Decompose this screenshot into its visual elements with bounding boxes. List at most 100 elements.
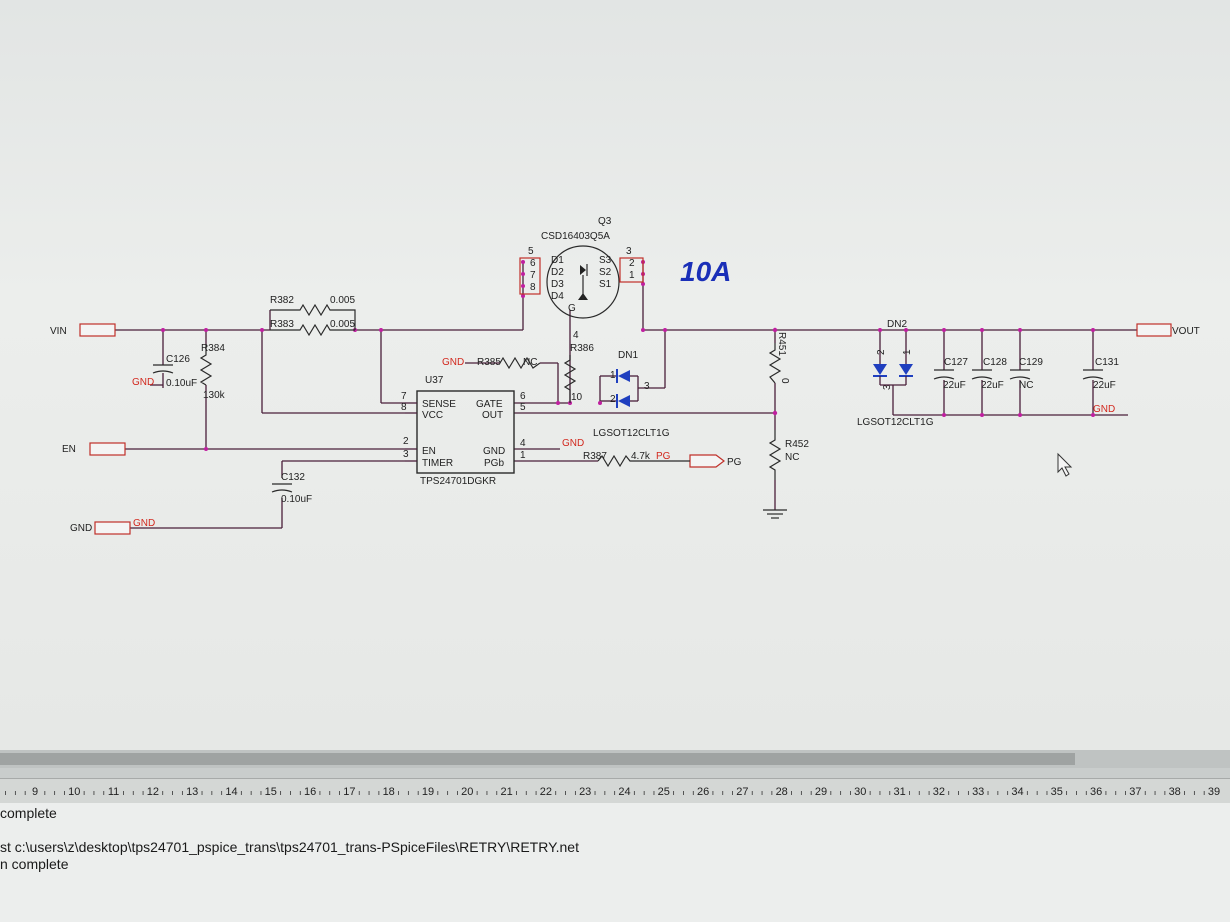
ic-u37[interactable]: U37 TPS24701DGKR 7 SENSE 8 VCC 2 EN 3 TI… <box>401 375 584 487</box>
svg-text:R386: R386 <box>570 343 594 354</box>
scrollbar-thumb[interactable] <box>0 753 1075 765</box>
resistor-r452[interactable]: R452 NC <box>768 430 809 480</box>
capacitor-c128[interactable]: C128 22uF <box>971 357 1007 391</box>
capacitor-c127[interactable]: C127 22uF <box>933 357 968 391</box>
ruler-tick-label: 12 <box>147 786 159 798</box>
ruler-tick-label: 28 <box>776 786 788 798</box>
svg-text:5: 5 <box>528 246 534 257</box>
ruler-tick-label: 21 <box>500 786 512 798</box>
svg-text:1: 1 <box>520 450 526 461</box>
svg-text:1: 1 <box>610 370 616 381</box>
capacitor-c132[interactable]: C132 0.10uF <box>271 472 312 505</box>
svg-text:C128: C128 <box>983 357 1007 368</box>
svg-text:0.10uF: 0.10uF <box>166 378 197 389</box>
port-pg[interactable]: PG PG <box>656 451 742 468</box>
svg-text:R383: R383 <box>270 319 294 330</box>
svg-text:PG: PG <box>656 451 671 462</box>
svg-text:22uF: 22uF <box>943 380 966 391</box>
svg-text:GND: GND <box>483 446 505 457</box>
ruler-tick-label: 35 <box>1051 786 1063 798</box>
svg-text:0.10uF: 0.10uF <box>281 494 312 505</box>
svg-text:7: 7 <box>530 270 536 281</box>
resistor-r385[interactable]: GND R385 NC <box>442 356 541 370</box>
svg-text:EN: EN <box>422 446 436 457</box>
svg-text:PGb: PGb <box>484 458 504 469</box>
port-en[interactable]: EN <box>62 442 126 456</box>
resistor-r386[interactable]: 4 R386 10 <box>563 330 594 403</box>
ruler-tick-label: 39 <box>1208 786 1220 798</box>
svg-text:VCC: VCC <box>422 410 443 421</box>
current-annotation: 10A <box>680 256 731 287</box>
output-console[interactable]: complete st c:\users\z\desktop\tps24701_… <box>0 803 1230 922</box>
svg-text:7: 7 <box>401 391 407 402</box>
svg-text:U37: U37 <box>425 375 444 386</box>
ruler-tick-label: 22 <box>540 786 552 798</box>
resistor-r383[interactable]: R383 0.005 <box>270 319 355 337</box>
svg-text:S3: S3 <box>599 255 612 266</box>
mosfet-q3[interactable]: Q3 CSD16403Q5A 5 6 7 8 D1 D2 D3 D4 3 2 1… <box>519 216 644 319</box>
svg-text:10: 10 <box>571 392 583 403</box>
port-vout[interactable]: VOUT <box>1136 323 1200 337</box>
port-gnd[interactable]: GND GND <box>70 518 155 535</box>
svg-text:2: 2 <box>876 349 887 355</box>
svg-text:R387: R387 <box>583 451 607 462</box>
port-vin[interactable]: VIN <box>50 323 116 337</box>
capacitor-c129[interactable]: C129 NC <box>1009 357 1043 391</box>
capacitor-c126[interactable]: C126 0.10uF GND <box>132 354 197 389</box>
svg-text:0.005: 0.005 <box>330 319 355 330</box>
svg-text:1: 1 <box>629 270 635 281</box>
ruler-tick-label: 19 <box>422 786 434 798</box>
svg-text:DN1: DN1 <box>618 350 638 361</box>
ruler-tick-label: 10 <box>68 786 80 798</box>
output-line-2: st c:\users\z\desktop\tps24701_pspice_tr… <box>0 839 579 855</box>
svg-text:3: 3 <box>403 449 409 460</box>
svg-text:TIMER: TIMER <box>422 458 453 469</box>
ruler-tick-label: 13 <box>186 786 198 798</box>
svg-text:2: 2 <box>629 258 635 269</box>
resistor-r387[interactable]: R387 4.7k <box>583 451 690 468</box>
ground-symbol <box>763 509 787 519</box>
ruler-tick-label: 14 <box>225 786 237 798</box>
svg-text:22uF: 22uF <box>1093 380 1116 391</box>
tvs-dn2[interactable]: DN2 LGSOT12CLT1G 2 1 3 <box>857 319 934 428</box>
svg-text:4.7k: 4.7k <box>631 451 651 462</box>
ruler-tick-label: 37 <box>1129 786 1141 798</box>
resistor-r382[interactable]: R382 0.005 <box>269 295 356 330</box>
tvs-dn1[interactable]: DN1 LGSOT12CLT1G 1 2 3 <box>593 350 670 439</box>
svg-text:0: 0 <box>779 378 790 384</box>
capacitor-c131[interactable]: C131 22uF GND <box>1082 357 1119 415</box>
ruler-tick-label: 25 <box>658 786 670 798</box>
resistor-r384[interactable]: R384 130k <box>199 343 226 401</box>
svg-text:6: 6 <box>520 391 526 402</box>
svg-text:NC: NC <box>1019 380 1033 391</box>
svg-text:Q3: Q3 <box>598 216 612 227</box>
resistor-r451[interactable]: R451 0 <box>768 332 790 384</box>
ruler-tick-label: 9 <box>32 786 38 798</box>
svg-text:S1: S1 <box>599 279 612 290</box>
svg-text:6: 6 <box>530 258 536 269</box>
svg-text:1: 1 <box>902 349 913 355</box>
horizontal-scrollbar[interactable] <box>0 750 1230 768</box>
mouse-cursor-icon <box>1057 452 1073 477</box>
svg-text:GND: GND <box>133 518 155 529</box>
ruler-tick-label: 34 <box>1011 786 1023 798</box>
ruler-tick-label: 36 <box>1090 786 1102 798</box>
svg-text:3: 3 <box>644 381 650 392</box>
ruler-tick-label: 29 <box>815 786 827 798</box>
schematic-drawing[interactable]: VIN EN GND GND VOUT PG PG R382 0.005 R38… <box>0 0 1230 750</box>
output-line-1: complete <box>0 805 57 821</box>
ruler-tick-label: 16 <box>304 786 316 798</box>
svg-text:R382: R382 <box>270 295 294 306</box>
svg-text:GND: GND <box>70 523 92 534</box>
svg-text:EN: EN <box>62 444 76 455</box>
svg-text:OUT: OUT <box>482 410 503 421</box>
svg-text:R452: R452 <box>785 439 809 450</box>
schematic-canvas[interactable]: VIN EN GND GND VOUT PG PG R382 0.005 R38… <box>0 0 1230 750</box>
wires <box>115 262 1137 529</box>
svg-text:VIN: VIN <box>50 326 67 337</box>
svg-text:GND: GND <box>442 357 464 368</box>
svg-text:R385: R385 <box>477 357 501 368</box>
ruler-tick-label: 23 <box>579 786 591 798</box>
svg-text:D3: D3 <box>551 279 564 290</box>
